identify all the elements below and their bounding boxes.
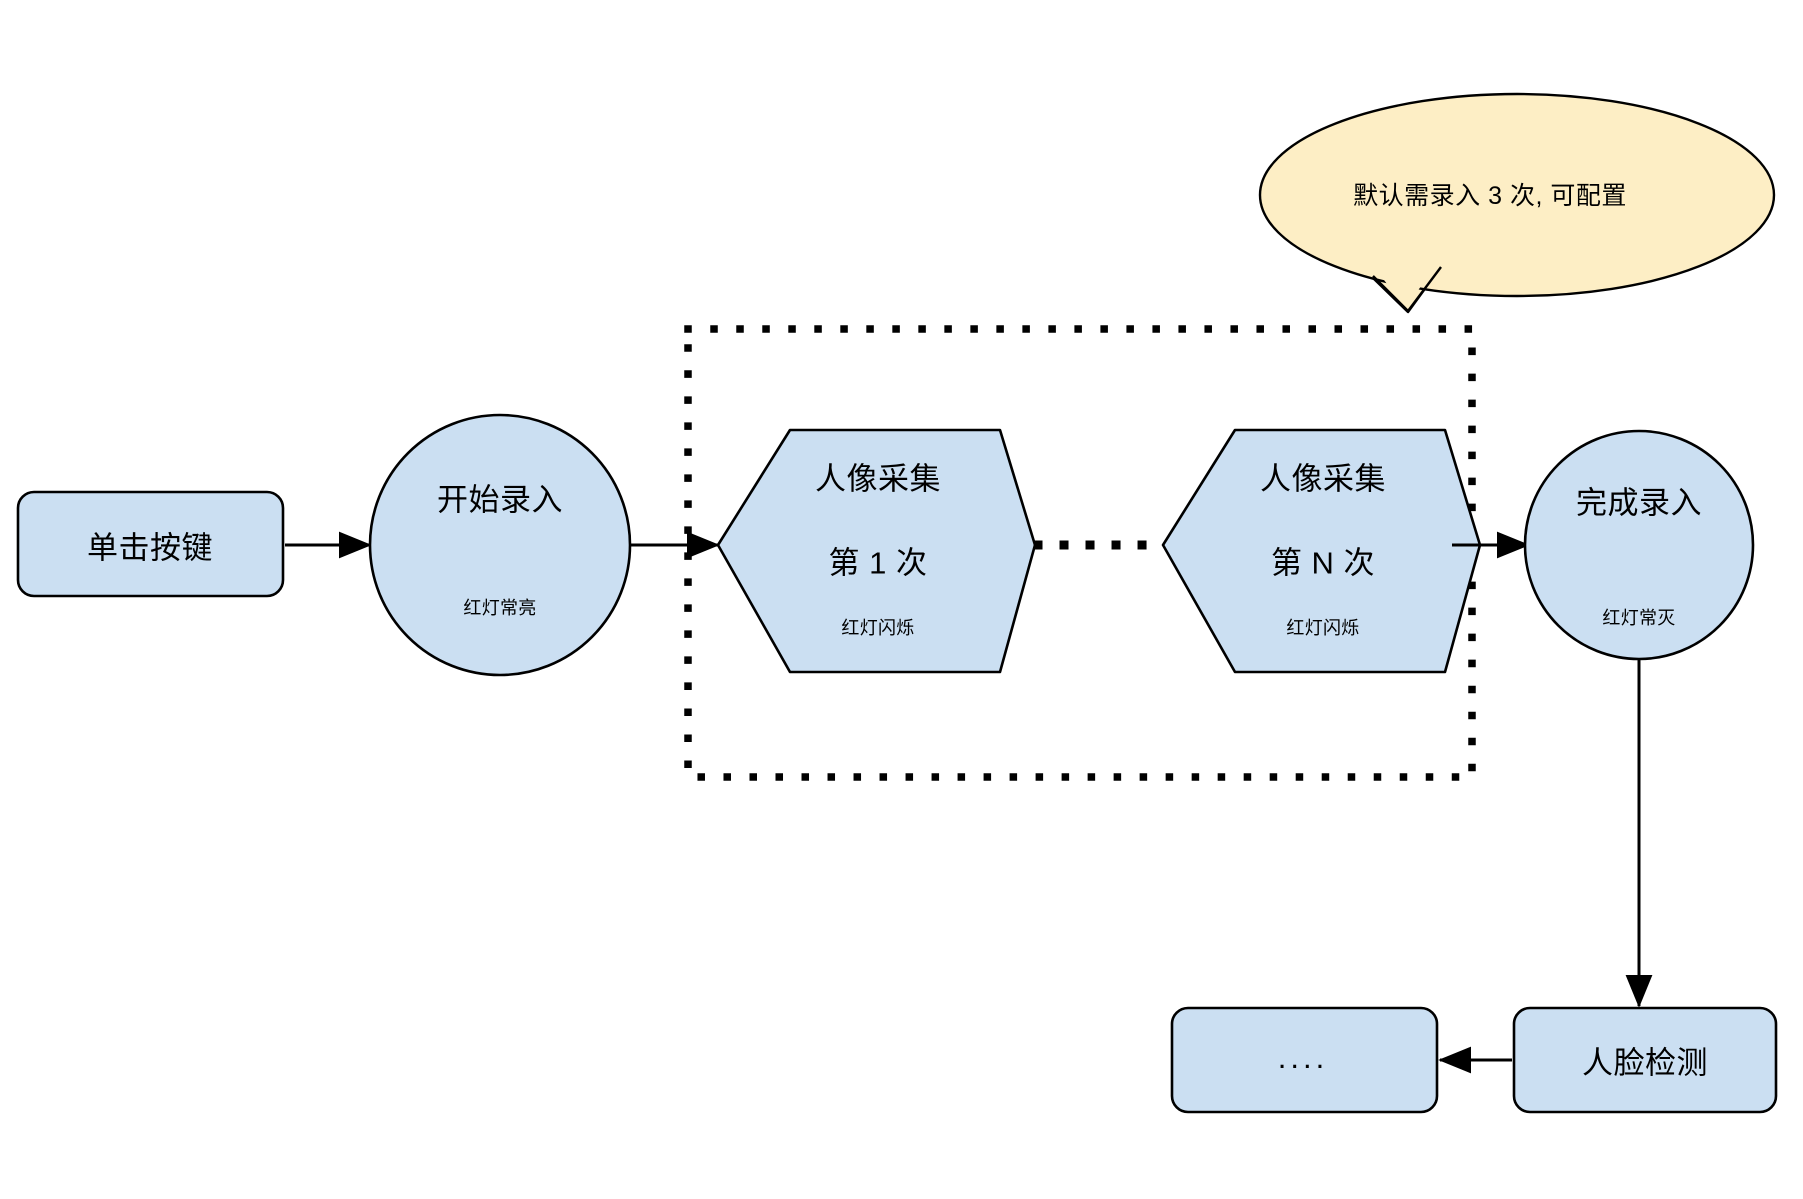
node-capture-first[interactable] bbox=[716, 428, 1037, 674]
callout-tail-outline bbox=[1372, 266, 1442, 313]
callout-tail-overlay bbox=[1378, 266, 1436, 308]
callout-bubble[interactable] bbox=[1258, 92, 1776, 314]
node-finish-enroll[interactable] bbox=[1523, 429, 1755, 661]
node-capture-nth[interactable] bbox=[1161, 428, 1482, 674]
node-face-detect[interactable] bbox=[1512, 1006, 1778, 1114]
node-more-steps[interactable] bbox=[1170, 1006, 1439, 1114]
node-start-enroll[interactable] bbox=[368, 413, 632, 677]
callout-ellipse bbox=[1258, 92, 1776, 298]
node-click-key[interactable] bbox=[16, 490, 285, 598]
